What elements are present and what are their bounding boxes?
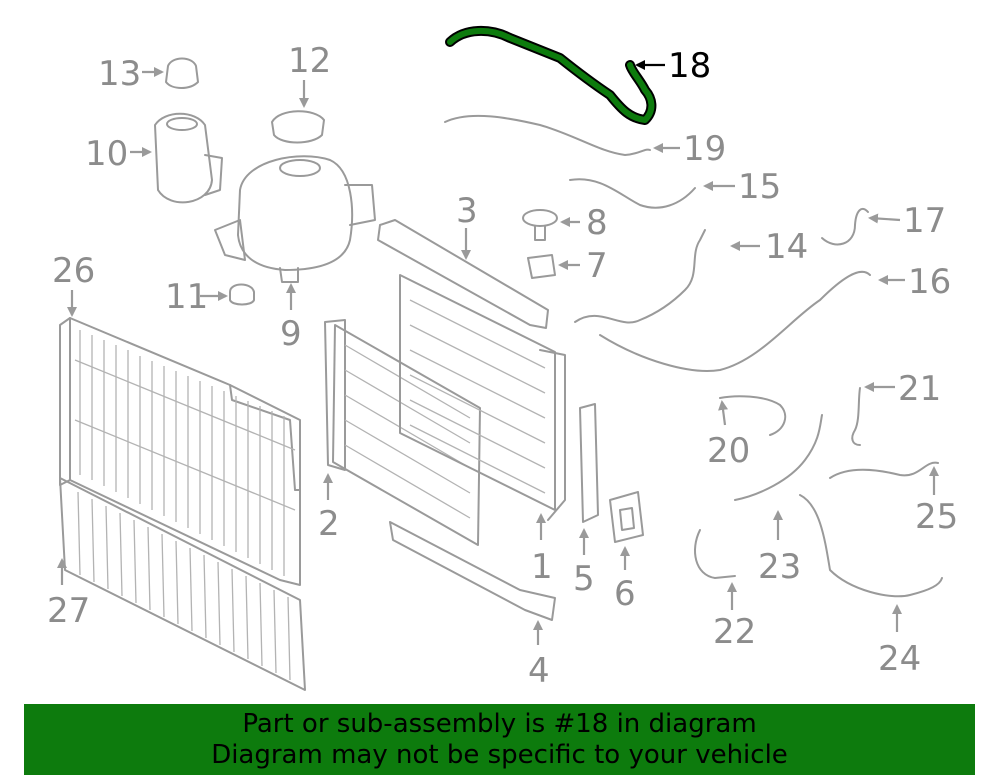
part-14-hose (574, 229, 706, 324)
part-24-hose (799, 494, 943, 598)
callout-16: 16 (908, 262, 951, 302)
callout-9: 9 (280, 314, 302, 354)
callout-23: 23 (758, 547, 801, 587)
callout-13: 13 (98, 54, 141, 94)
part-11-grommet (229, 283, 255, 306)
banner-line-2: Diagram may not be specific to your vehi… (211, 740, 788, 770)
part-4-deflector (389, 521, 556, 621)
part-10-reservoir (154, 112, 223, 204)
callout-18: 18 (668, 46, 711, 86)
callout-10: 10 (85, 134, 128, 174)
info-banner: Part or sub-assembly is #18 in diagram D… (24, 704, 975, 775)
part-1-radiator (399, 274, 566, 521)
part-16-hose (599, 270, 871, 372)
part-12-cap (271, 110, 325, 144)
part-26-shroud (59, 317, 301, 586)
part-7-plug (527, 254, 556, 279)
callout-1: 1 (531, 547, 553, 587)
callout-21: 21 (898, 369, 941, 409)
callout-24: 24 (878, 639, 921, 679)
part-9-expansion-tank (214, 155, 376, 283)
part-25-hose (829, 461, 939, 479)
leader-arrows (57, 60, 939, 645)
part-2-condenser (324, 319, 481, 546)
callout-15: 15 (738, 167, 781, 207)
part-6-seal (609, 491, 644, 543)
callout-20: 20 (707, 431, 750, 471)
part-27-lower-shroud (59, 477, 306, 691)
callout-8: 8 (586, 203, 608, 243)
callout-4: 4 (528, 651, 550, 691)
part-5-bracket (579, 403, 599, 523)
callout-27: 27 (47, 591, 90, 631)
callout-19: 19 (683, 129, 726, 169)
callout-25: 25 (915, 497, 958, 537)
callout-3: 3 (456, 191, 478, 231)
callout-12: 12 (288, 41, 331, 81)
part-21-hose (851, 387, 861, 446)
callout-26: 26 (52, 251, 95, 291)
part-22-hose (694, 529, 736, 579)
callout-17: 17 (903, 201, 946, 241)
callout-2: 2 (318, 504, 340, 544)
callout-5: 5 (573, 559, 595, 599)
callout-11: 11 (165, 277, 208, 317)
part-20-hose (719, 395, 787, 436)
callout-6: 6 (614, 574, 636, 614)
parts-diagram: 1 2 3 4 5 6 7 8 9 10 11 12 13 14 15 16 1… (47, 25, 958, 691)
part-13-cap (165, 57, 199, 89)
callout-14: 14 (765, 227, 808, 267)
part-8-cap (522, 209, 558, 241)
callout-22: 22 (713, 612, 756, 652)
part-17-hose (821, 207, 869, 246)
part-19-hose (444, 114, 651, 156)
part-18-hose-highlighted (445, 25, 657, 125)
callout-7: 7 (586, 246, 608, 286)
part-15-hose (569, 178, 696, 209)
banner-line-1: Part or sub-assembly is #18 in diagram (242, 709, 757, 739)
part-23-hose (734, 414, 823, 501)
part-3-upper-bar (377, 219, 549, 329)
callout-labels: 1 2 3 4 5 6 7 8 9 10 11 12 13 14 15 16 1… (47, 41, 958, 691)
